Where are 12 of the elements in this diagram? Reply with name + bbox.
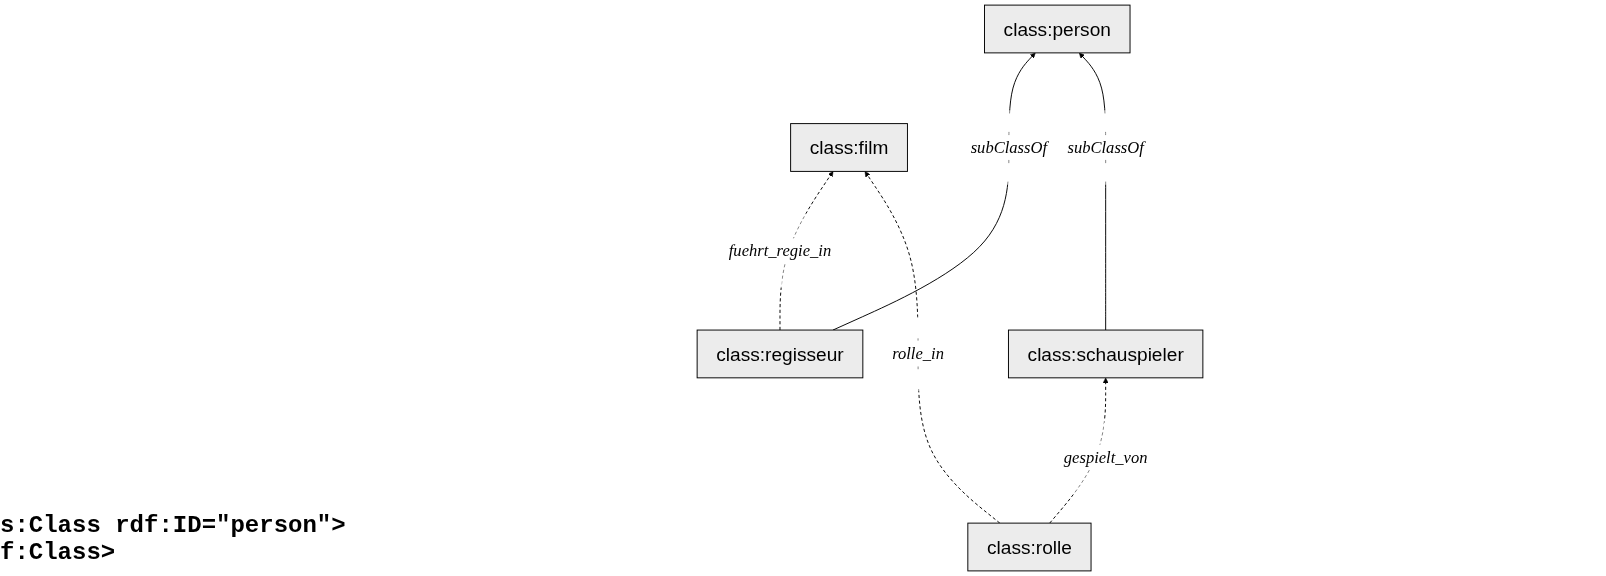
code-line: f:Class> [0,539,117,566]
node-box: class:rolle [967,522,1092,572]
node-box: class:regisseur [696,329,864,379]
edge-label: subClassOf [970,138,1048,157]
edge-label: fuehrt_regie_in [728,241,832,260]
node-box: class:schauspieler [1007,329,1204,379]
node-box: class:film [790,123,908,172]
edge-label: rolle_in [892,344,944,364]
node-box: class:person [984,4,1131,54]
edge-label: gespielt_von [1063,447,1148,467]
code-line: s:Class rdf:ID="person"> [0,512,346,539]
edge-label: subClassOf [1067,138,1144,157]
